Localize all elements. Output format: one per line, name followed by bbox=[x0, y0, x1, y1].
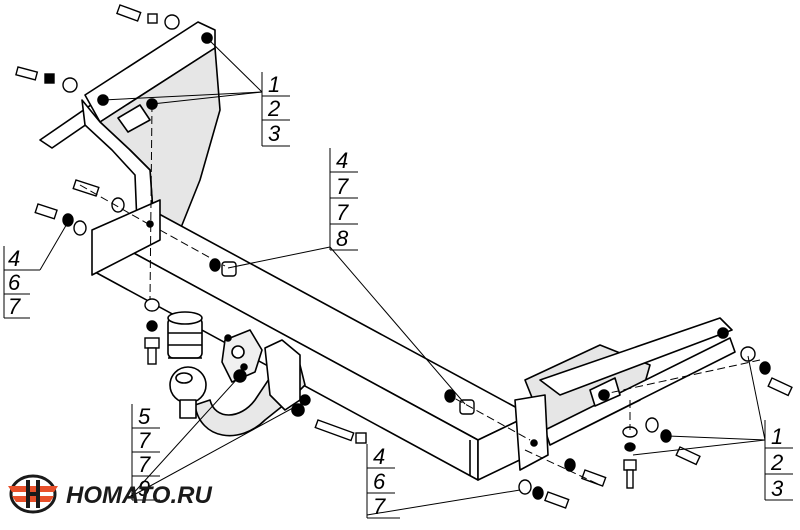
callout-bottom-right-label-2: 2 bbox=[770, 450, 783, 475]
callout-bottom-left-label-4: 9 bbox=[138, 476, 150, 501]
callout-bottom-center-label-1: 4 bbox=[373, 444, 385, 469]
callout-center-label-1: 4 bbox=[336, 148, 348, 173]
bolt-left-2 bbox=[72, 179, 125, 213]
bolt-bottom-center-2 bbox=[564, 458, 607, 487]
callout-top-right bbox=[261, 72, 290, 147]
bolt-right-2 bbox=[645, 417, 701, 466]
callout-bottom-left-label-1: 5 bbox=[138, 404, 151, 429]
callout-left bbox=[3, 246, 40, 319]
callout-center-label-4: 8 bbox=[336, 226, 349, 251]
assembly-axis-lines bbox=[79, 103, 761, 486]
callout-bottom-right-label-3: 3 bbox=[771, 476, 784, 501]
callout-top-right-label-1: 1 bbox=[268, 72, 280, 97]
callout-bottom-center bbox=[366, 444, 400, 519]
callout-bottom-right bbox=[764, 420, 793, 501]
ball-cap bbox=[167, 311, 203, 359]
callout-bottom-right-label-1: 1 bbox=[771, 424, 783, 449]
right-mounting-bracket bbox=[514, 317, 736, 471]
callout-center bbox=[329, 148, 358, 251]
callout-bottom-left-label-3: 7 bbox=[138, 452, 151, 477]
bolt-vertical-left bbox=[144, 298, 160, 365]
callout-left-label-3: 7 bbox=[8, 294, 21, 319]
callout-bottom-left-label-2: 7 bbox=[138, 428, 151, 453]
callout-top-right-label-3: 3 bbox=[268, 121, 281, 146]
brand-name: HOMATO.RU bbox=[66, 482, 212, 509]
bolt-left-3 bbox=[34, 203, 87, 236]
callout-top-right-label-2: 2 bbox=[267, 96, 280, 121]
callout-bottom-center-label-2: 6 bbox=[373, 469, 386, 494]
tow-ball-assembly bbox=[169, 329, 306, 437]
bolt-top-1 bbox=[116, 4, 180, 30]
bolt-vertical-right bbox=[622, 426, 638, 489]
callout-center-label-2: 7 bbox=[336, 174, 349, 199]
callout-left-label-1: 4 bbox=[8, 246, 20, 271]
brand-logo: HOMATO.RU bbox=[8, 474, 212, 514]
callout-bottom-left bbox=[131, 404, 160, 501]
leader-lines bbox=[39, 37, 766, 516]
callout-center-label-3: 7 bbox=[336, 200, 349, 225]
bolt-bottom-center bbox=[518, 479, 570, 509]
bolt-right-1 bbox=[740, 346, 793, 397]
callout-left-label-2: 6 bbox=[8, 270, 21, 295]
callout-bottom-center-label-3: 7 bbox=[373, 494, 386, 519]
bolt-ball-plate bbox=[233, 369, 367, 444]
bolt-left-1 bbox=[15, 66, 78, 93]
brand-logo-icon bbox=[8, 474, 58, 514]
